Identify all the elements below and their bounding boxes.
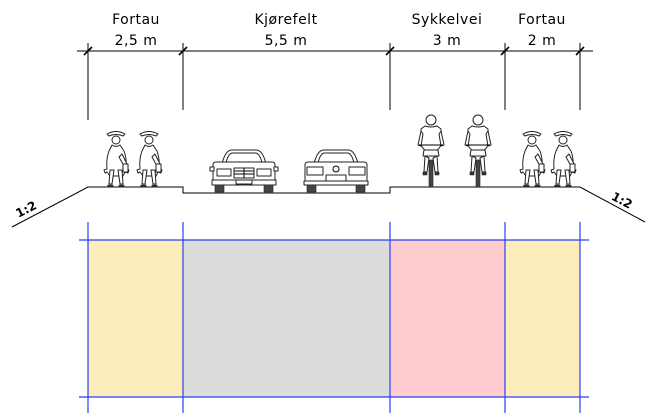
section-name-fortau-right: Fortau: [518, 12, 566, 28]
plan-band-sykkelvei: [390, 240, 505, 397]
section-name-fortau-left: Fortau: [112, 12, 160, 28]
slope-label-right: 1:2: [609, 189, 635, 211]
plan-view: [79, 222, 589, 413]
pedestrian-icon: [103, 131, 130, 188]
slope-label-left: 1:2: [13, 198, 39, 220]
cyclist-icon: [464, 114, 492, 187]
section-width-fortau-right: 2 m: [528, 33, 557, 49]
section-width-fortau-left: 2,5 m: [115, 33, 158, 49]
section-name-kjorefelt: Kjørefelt: [254, 12, 317, 28]
dimension-line: [77, 43, 593, 120]
cyclist-icon: [417, 114, 445, 187]
plan-band-fortau-left: [88, 240, 183, 397]
plan-band-fortau-right: [505, 240, 580, 397]
plan-band-kjorefelt: [183, 240, 390, 397]
pedestrian-icon: [519, 131, 546, 188]
ground-profile-line: [11, 186, 646, 228]
section-name-sykkelvei: Sykkelvei: [412, 12, 483, 28]
car-icon: [209, 149, 279, 193]
section-width-sykkelvei: 3 m: [433, 33, 462, 49]
pedestrian-icon: [550, 131, 577, 188]
car-icon: [303, 149, 369, 193]
pedestrian-icon: [136, 131, 163, 188]
plan-grid-lines: [79, 222, 589, 413]
section-width-kjorefelt: 5,5 m: [265, 33, 308, 49]
